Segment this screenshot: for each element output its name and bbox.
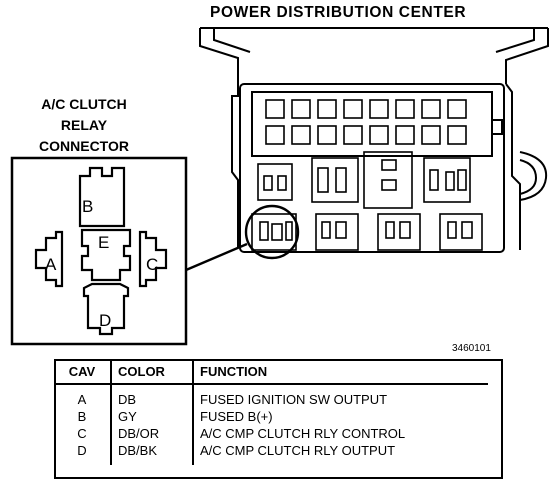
- relay-highlight-circle: [244, 204, 300, 260]
- cell-function: FUSED IGNITION SW OUTPUT: [200, 392, 388, 407]
- connector-label-line-3: CONNECTOR: [39, 138, 129, 154]
- cell-function: A/C CMP CLUTCH RLY CONTROL: [200, 426, 406, 441]
- leader-line: [185, 242, 248, 272]
- table-row: C DB/OR A/C CMP CLUTCH RLY CONTROL: [54, 425, 488, 442]
- cavity-letter-b: B: [82, 197, 93, 216]
- cell-cav: D: [54, 442, 112, 465]
- connector-label-line-1: A/C CLUTCH: [41, 96, 127, 112]
- cavity-e: [80, 228, 132, 282]
- cell-cav: C: [54, 425, 112, 442]
- connector-enlarged-view: A B C D E: [10, 156, 188, 346]
- cell-function: FUSED B(+): [200, 409, 273, 424]
- pinout-table: CAV COLOR FUNCTION A DB FUSED IGNITION S…: [54, 359, 488, 465]
- cavity-letter-d: D: [99, 311, 111, 330]
- cell-cav: A: [54, 384, 112, 408]
- cavity-letter-e: E: [98, 233, 109, 252]
- cavity-letter-c: C: [146, 255, 158, 274]
- header-color: COLOR: [111, 359, 194, 385]
- cell-color: DB/BK: [111, 442, 194, 465]
- connector-label-line-2: RELAY: [60, 117, 108, 133]
- connector-frame: [10, 156, 188, 346]
- cell-cav: B: [54, 408, 112, 425]
- header-cav: CAV: [54, 359, 112, 385]
- table-row: B GY FUSED B(+): [54, 408, 488, 425]
- relay-row-upper: [257, 151, 471, 209]
- fuse-row-bottom: [265, 125, 467, 145]
- cell-color: DB: [111, 384, 194, 408]
- relay-row-lower: [251, 213, 483, 251]
- table-row: A DB FUSED IGNITION SW OUTPUT: [54, 384, 488, 408]
- cavity-a: [34, 230, 64, 288]
- diagram-title: POWER DISTRIBUTION CENTER: [210, 4, 467, 21]
- figure-id: 3460101: [452, 343, 491, 354]
- cell-color: DB/OR: [111, 425, 194, 442]
- header-function: FUNCTION: [193, 359, 488, 385]
- fuse-row-top: [265, 99, 467, 119]
- table-row: D DB/BK A/C CMP CLUTCH RLY OUTPUT: [54, 442, 488, 465]
- cell-function: A/C CMP CLUTCH RLY OUTPUT: [200, 443, 396, 458]
- power-distribution-center: [199, 27, 549, 253]
- cavity-b: [78, 166, 126, 228]
- cell-color: GY: [111, 408, 194, 425]
- cavity-c: [138, 230, 168, 288]
- table-header-row: CAV COLOR FUNCTION: [54, 359, 488, 385]
- cavity-d: [82, 282, 130, 336]
- cavity-letter-a: A: [45, 255, 57, 274]
